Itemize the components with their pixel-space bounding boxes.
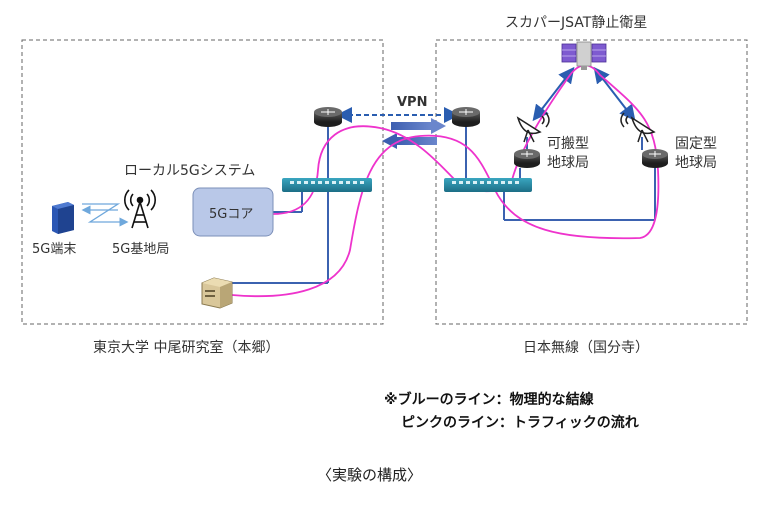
right-site-label: 日本無線（国分寺）: [523, 340, 649, 356]
legend-pink-line: ピンクのライン：トラフィックの流れ: [401, 415, 639, 431]
physical-links-right: [465, 125, 656, 221]
5g-basestation-label: 5G基地局: [112, 242, 170, 257]
base-station-tower-icon: [124, 189, 156, 229]
left-site-label: 東京大学 中尾研究室（本郷）: [93, 340, 280, 356]
portable-station-label-1: 可搬型: [547, 136, 589, 152]
vpn-tunnel: [336, 107, 460, 149]
vpn-label: VPN: [397, 95, 428, 110]
right-switch-icon: [444, 178, 532, 192]
physical-links-left: [232, 126, 329, 284]
server-icon: [201, 277, 233, 309]
satellite-icon: [561, 41, 607, 70]
satellite-links: [532, 66, 636, 122]
portable-dish-icon: [516, 112, 550, 143]
portable-station-router-icon: [514, 149, 540, 168]
fixed-station-label-1: 固定型: [675, 136, 717, 152]
left-site-box: [21, 39, 384, 325]
traffic-flow: [231, 64, 660, 298]
fixed-station-label-2: 地球局: [675, 155, 717, 171]
right-site-box: [435, 39, 748, 325]
satellite-label: スカパーJSAT静止衛星: [505, 15, 648, 31]
left-switch-icon: [282, 178, 372, 192]
wireless-link: [81, 203, 129, 227]
left-router-icon: [314, 107, 342, 127]
right-router-icon: [452, 107, 480, 127]
5g-core-label: 5Gコア: [209, 207, 254, 222]
fixed-dish-icon: [620, 112, 656, 143]
figure-caption: 〈実験の構成〉: [317, 466, 423, 484]
legend-blue-line: ※ブルーのライン：物理的な結線: [384, 392, 594, 408]
fixed-station-router-icon: [642, 149, 668, 168]
portable-station-label-2: 地球局: [547, 155, 589, 171]
5g-terminal-label: 5G端末: [32, 242, 77, 257]
local5g-system-label: ローカル5Gシステム: [124, 163, 256, 179]
5g-core-box: [192, 187, 274, 237]
5g-terminal-icon: [52, 202, 74, 234]
